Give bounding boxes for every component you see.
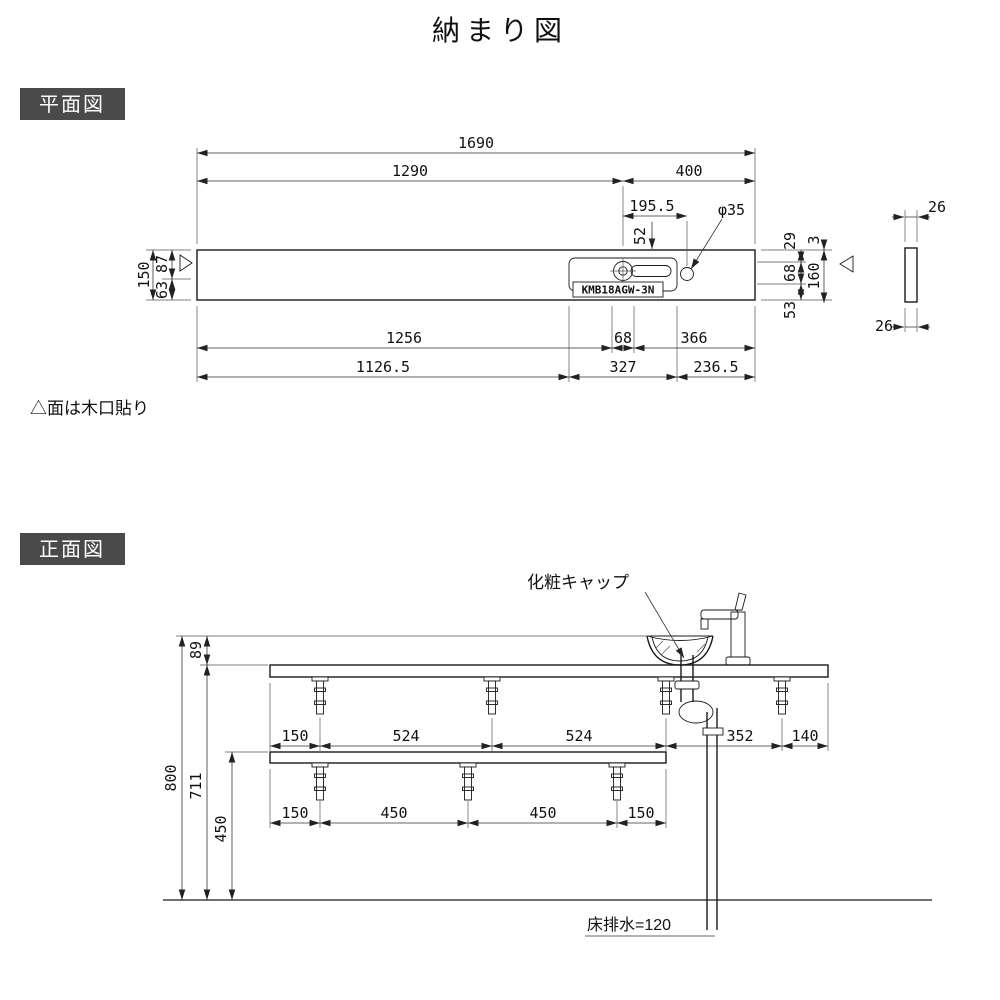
product-label: KMB18AGW-3N [572,281,664,298]
dim-400: 400 [675,162,702,180]
dim-150-s1: 150 [281,804,308,822]
dim-711: 711 [187,772,205,799]
front-view-label: 正面図 [20,533,125,565]
dim-140-c: 140 [791,727,818,745]
front-dimension-lines [178,636,828,900]
plan-note: △面は木口貼り [30,399,149,418]
dim-150: 150 [135,261,153,288]
dim-160: 160 [805,262,823,289]
vessel-sink [646,635,714,666]
dim-150-s2: 150 [627,804,654,822]
cap-leader [644,591,685,659]
dim-327: 327 [609,358,636,376]
dim-450-s2: 450 [529,804,556,822]
dim-53: 53 [781,301,799,319]
decorative-cap [674,680,700,690]
dim-150-c1: 150 [281,727,308,745]
dim-195-5: 195.5 [629,197,674,215]
dim-1290: 1290 [392,162,428,180]
cap-label: 化粧キャップ [527,573,629,592]
plan-view-label-text: 平面図 [39,94,105,116]
product-code: KMB18AGW-3N [582,284,655,297]
dim-26-top: 26 [928,198,946,216]
dim-3: 3 [805,235,823,244]
counter-brackets [311,676,791,715]
dim-87: 87 [153,255,171,273]
dim-1256: 1256 [386,329,422,347]
dim-366: 366 [680,329,707,347]
dim-89: 89 [187,641,205,659]
front-view-label-text: 正面図 [39,539,105,561]
dim-63: 63 [153,281,171,299]
plan-dimension-lines [149,149,930,381]
dim-68-right: 68 [781,264,799,282]
dim-1690: 1690 [458,134,494,152]
plan-countertop [196,249,756,301]
dim-352-c: 352 [726,727,753,745]
finish-marker-left-icon [179,254,193,272]
dim-236-5: 236.5 [693,358,738,376]
plan-view-label: 平面図 [20,88,125,120]
floor-drain-label: 床排水=120 [587,916,671,934]
dim-phi35: φ35 [718,201,745,219]
plan-view: KMB18AGW-3N [30,134,946,418]
front-shelf [269,751,667,764]
page-title: 納まり図 [432,15,568,46]
front-countertop [269,664,829,678]
dim-26-bottom: 26 [875,317,893,335]
dim-1126-5: 1126.5 [356,358,410,376]
dim-68-bottom: 68 [614,329,632,347]
front-view: 化粧キャップ 床排水=120 [162,573,932,937]
dim-52: 52 [631,227,649,245]
dim-450-v: 450 [212,815,230,842]
dim-450-s1: 450 [380,804,407,822]
finish-marker-right-icon [839,255,854,273]
dim-29: 29 [781,232,799,250]
plan-faucet-hole [610,258,636,284]
dim-800: 800 [162,764,180,791]
dim-524-c2: 524 [565,727,592,745]
plan-drain-hole [680,267,694,281]
shelf-brackets [311,762,626,801]
drain-trap [674,655,724,930]
plan-handle-slot [630,265,672,277]
dim-524-c1: 524 [392,727,419,745]
faucet [700,592,751,666]
plan-side-panel [904,247,918,303]
